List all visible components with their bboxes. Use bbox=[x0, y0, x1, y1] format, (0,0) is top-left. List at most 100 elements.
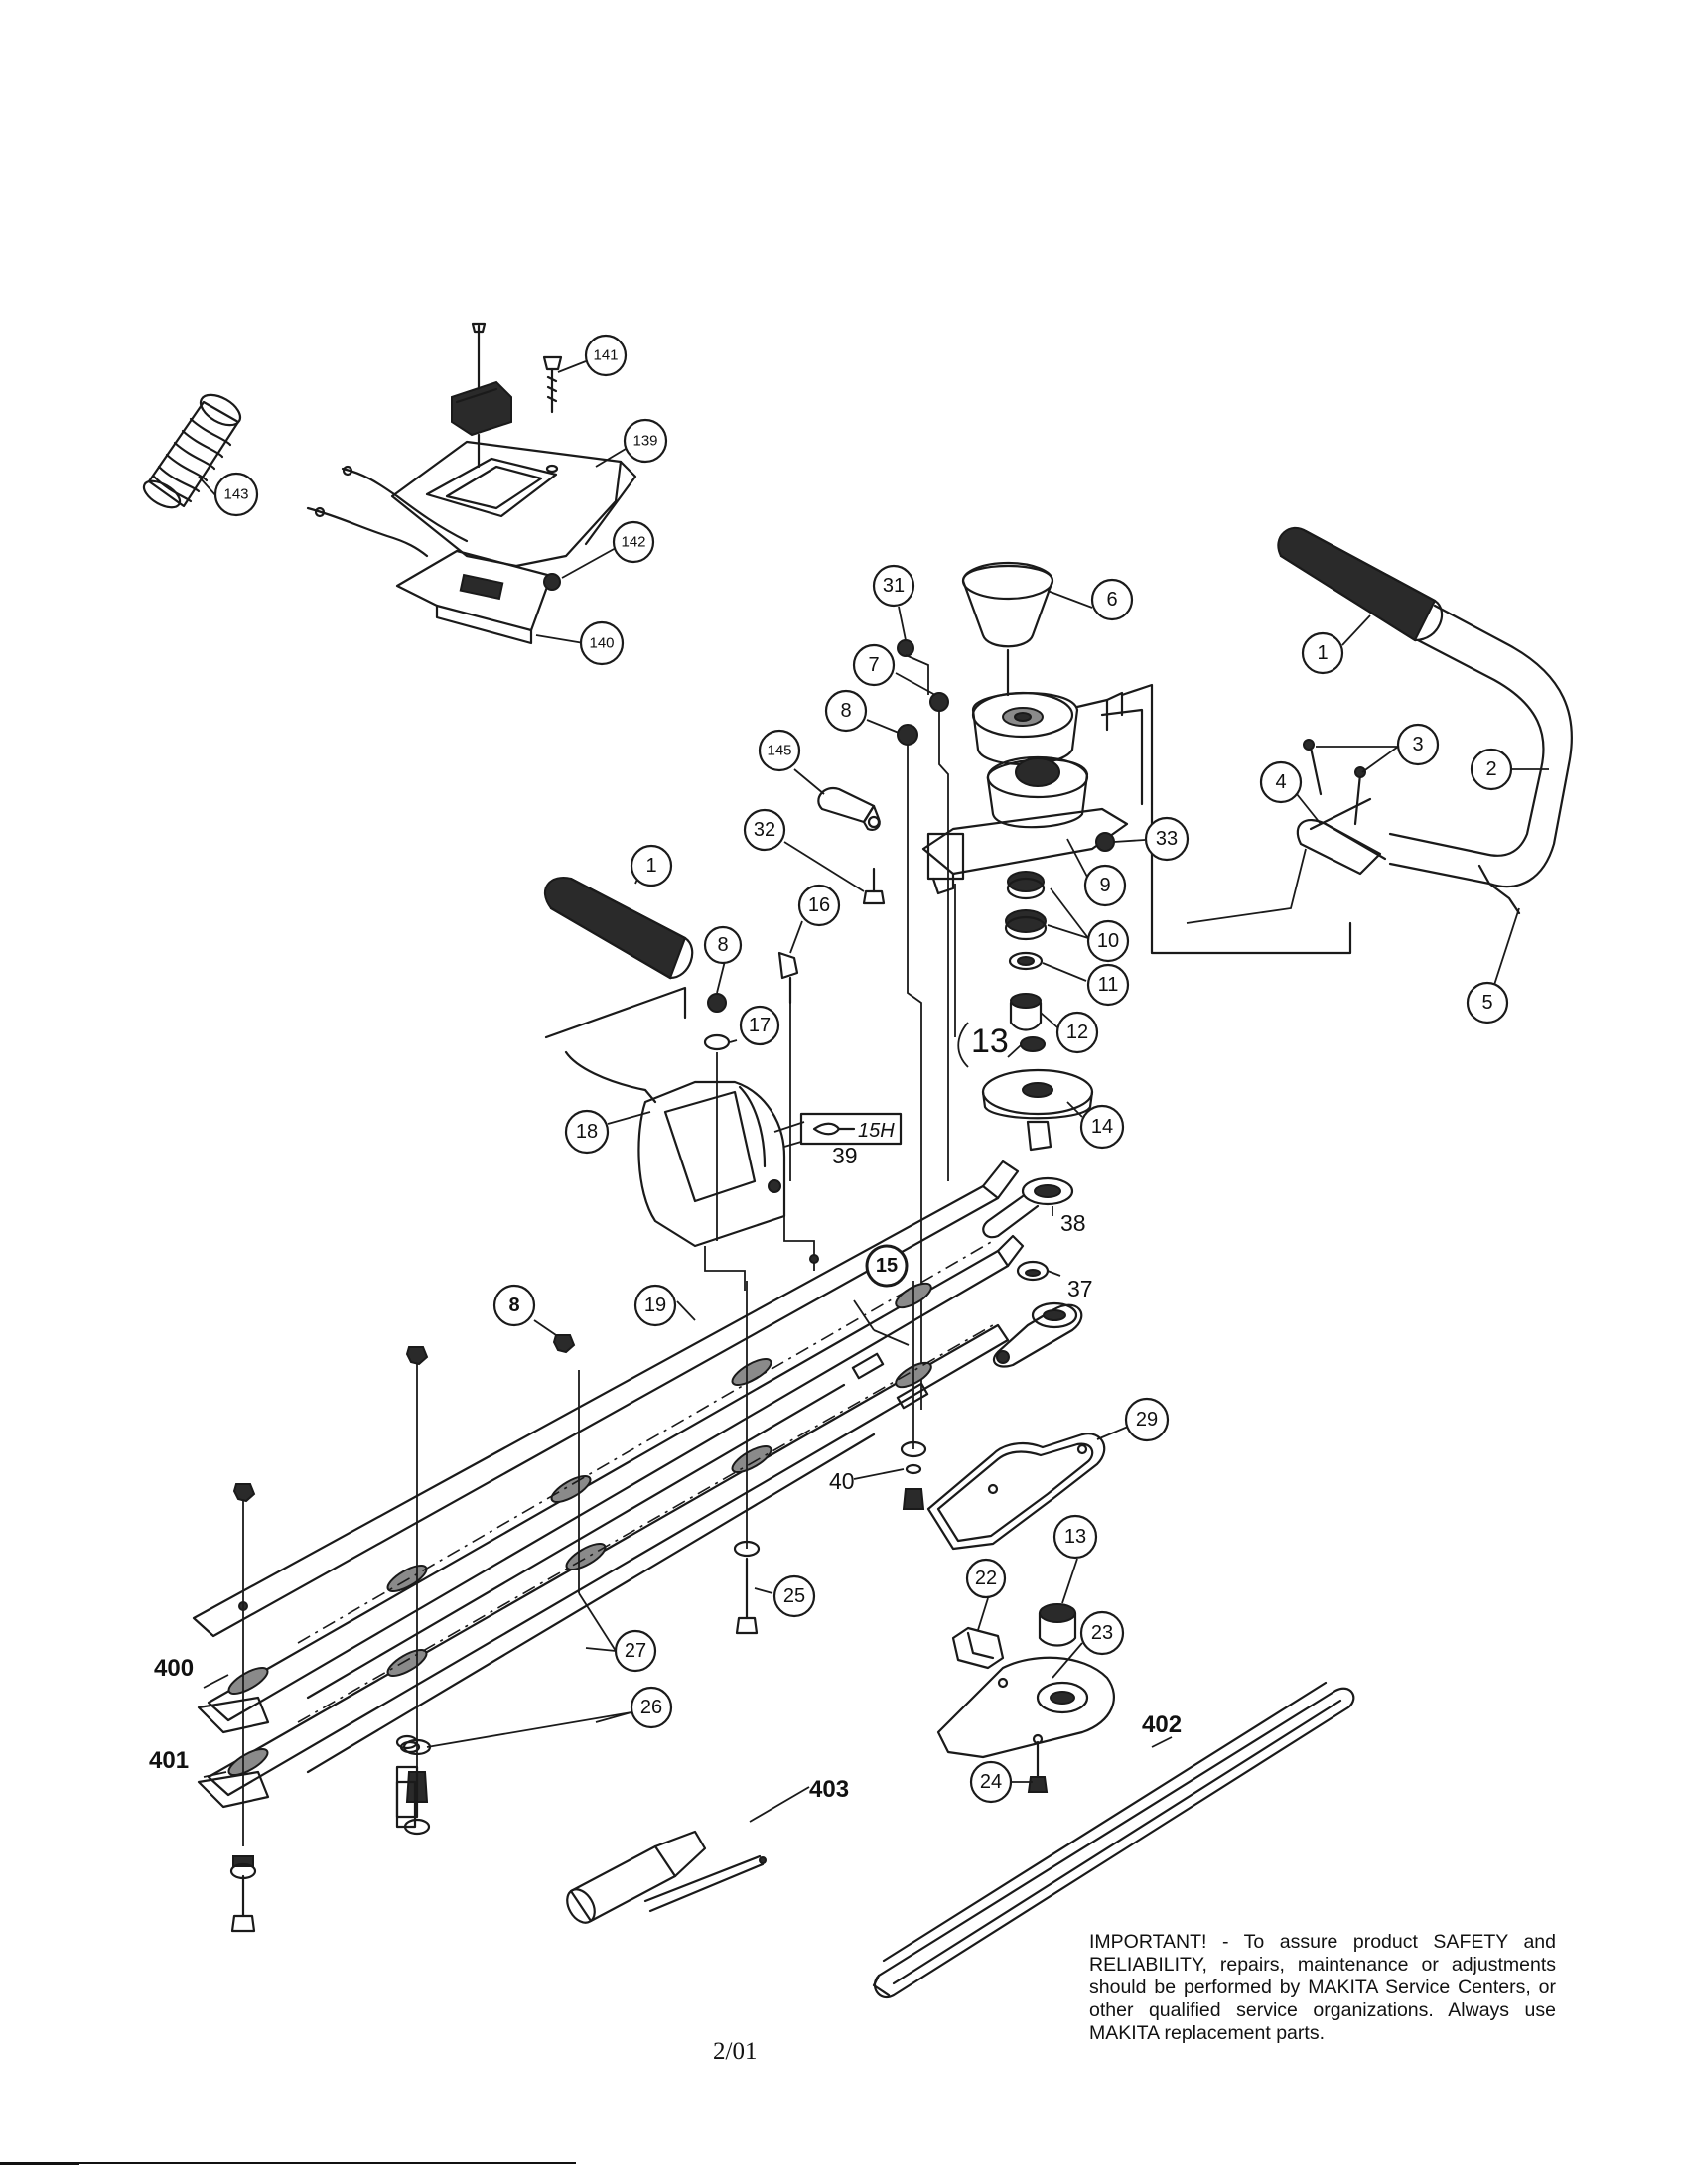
callout-8-top: 8 bbox=[824, 689, 868, 733]
callout-1-right: 1 bbox=[1301, 631, 1344, 675]
callout-145: 145 bbox=[758, 729, 801, 772]
gear-cover-parts bbox=[926, 1433, 1115, 1793]
label-402: 402 bbox=[1142, 1711, 1182, 1738]
left-handle-assembly bbox=[544, 877, 903, 1291]
callout-8-bottom: 8 bbox=[492, 1284, 536, 1327]
right-handle-assembly bbox=[1186, 526, 1573, 924]
svg-text:14: 14 bbox=[1091, 1116, 1113, 1138]
callout-22: 22 bbox=[965, 1558, 1007, 1599]
callout-11: 11 bbox=[1086, 963, 1130, 1007]
svg-text:15: 15 bbox=[876, 1255, 898, 1277]
callout-33: 33 bbox=[1144, 816, 1190, 862]
svg-text:2: 2 bbox=[1485, 758, 1496, 780]
callout-8-left: 8 bbox=[703, 925, 743, 965]
svg-text:140: 140 bbox=[589, 635, 614, 652]
label-37: 37 bbox=[1067, 1276, 1093, 1301]
callout-4: 4 bbox=[1259, 760, 1303, 804]
important-notice: IMPORTANT! - To assure product SAFETY an… bbox=[1089, 1931, 1556, 2044]
svg-text:33: 33 bbox=[1156, 828, 1178, 850]
label-38: 38 bbox=[1060, 1210, 1086, 1236]
svg-text:1: 1 bbox=[645, 855, 656, 877]
switch-assembly bbox=[306, 322, 637, 645]
gear-case-assembly bbox=[817, 561, 1352, 1410]
callout-13-lower: 13 bbox=[1052, 1514, 1098, 1560]
svg-text:24: 24 bbox=[980, 1771, 1002, 1793]
svg-text:142: 142 bbox=[621, 534, 645, 551]
callout-17: 17 bbox=[739, 1005, 780, 1046]
callout-5: 5 bbox=[1466, 981, 1509, 1024]
svg-text:3: 3 bbox=[1412, 734, 1423, 755]
svg-text:8: 8 bbox=[508, 1295, 519, 1316]
svg-text:16: 16 bbox=[808, 894, 830, 916]
svg-text:1: 1 bbox=[1317, 642, 1328, 664]
svg-text:13: 13 bbox=[971, 1023, 1009, 1060]
callout-31: 31 bbox=[872, 564, 915, 608]
svg-text:29: 29 bbox=[1136, 1409, 1158, 1431]
label-403: 403 bbox=[809, 1776, 849, 1803]
label-401: 401 bbox=[149, 1747, 189, 1774]
footer-rule-accent bbox=[0, 2162, 79, 2165]
callout-25: 25 bbox=[772, 1574, 816, 1618]
callout-139: 139 bbox=[623, 418, 668, 464]
callout-6: 6 bbox=[1090, 578, 1134, 621]
label-40: 40 bbox=[829, 1468, 855, 1494]
callout-14: 14 bbox=[1079, 1104, 1125, 1150]
callout-3: 3 bbox=[1396, 723, 1440, 766]
svg-text:22: 22 bbox=[975, 1568, 997, 1589]
callout-26: 26 bbox=[630, 1686, 673, 1729]
callout-23: 23 bbox=[1079, 1610, 1125, 1656]
svg-text:19: 19 bbox=[644, 1295, 666, 1316]
blade-cover-402 bbox=[872, 1681, 1355, 1998]
callout-29: 29 bbox=[1124, 1397, 1170, 1442]
callout-143: 143 bbox=[213, 472, 259, 517]
svg-text:8: 8 bbox=[717, 934, 728, 956]
callout-15: 15 bbox=[865, 1244, 909, 1288]
callout-140: 140 bbox=[579, 620, 625, 666]
callout-10: 10 bbox=[1086, 919, 1130, 963]
svg-text:31: 31 bbox=[883, 575, 905, 597]
svg-text:4: 4 bbox=[1275, 771, 1286, 793]
callout-2: 2 bbox=[1470, 748, 1513, 791]
callout-32: 32 bbox=[743, 808, 786, 852]
svg-text:11: 11 bbox=[1098, 974, 1119, 996]
label-13-boxed: 13 bbox=[957, 1022, 1009, 1068]
svg-text:23: 23 bbox=[1091, 1622, 1113, 1644]
label-400: 400 bbox=[154, 1655, 194, 1682]
svg-text:13: 13 bbox=[1064, 1526, 1086, 1548]
callout-12: 12 bbox=[1055, 1011, 1099, 1054]
callout-27: 27 bbox=[614, 1629, 657, 1673]
svg-text:17: 17 bbox=[749, 1015, 771, 1036]
callout-leaders bbox=[198, 360, 1549, 1823]
blade-assembly bbox=[192, 1160, 1083, 1933]
callout-24: 24 bbox=[969, 1760, 1013, 1804]
svg-text:26: 26 bbox=[640, 1697, 662, 1718]
svg-text:5: 5 bbox=[1481, 992, 1492, 1014]
part-143-bellows bbox=[142, 393, 242, 509]
callout-142: 142 bbox=[612, 520, 655, 564]
svg-text:32: 32 bbox=[754, 819, 775, 841]
svg-text:6: 6 bbox=[1106, 589, 1117, 611]
svg-text:10: 10 bbox=[1097, 930, 1119, 952]
callout-18: 18 bbox=[564, 1109, 610, 1155]
svg-text:145: 145 bbox=[767, 743, 791, 759]
svg-text:18: 18 bbox=[576, 1121, 598, 1143]
callout-141: 141 bbox=[584, 334, 628, 377]
label-15h: 15H bbox=[858, 1120, 895, 1142]
callout-9: 9 bbox=[1083, 864, 1127, 907]
page-number: 2/01 bbox=[713, 2038, 758, 2065]
label-39: 39 bbox=[832, 1143, 858, 1168]
svg-text:12: 12 bbox=[1066, 1022, 1088, 1043]
callout-19: 19 bbox=[633, 1284, 677, 1327]
svg-text:9: 9 bbox=[1099, 875, 1110, 896]
tool-403 bbox=[566, 1830, 767, 1924]
svg-text:143: 143 bbox=[223, 486, 248, 503]
drive-stack-parts bbox=[981, 871, 1094, 1282]
svg-text:8: 8 bbox=[840, 700, 851, 722]
callout-7: 7 bbox=[852, 643, 896, 687]
svg-text:139: 139 bbox=[632, 433, 657, 450]
callout-16: 16 bbox=[797, 884, 841, 927]
svg-text:141: 141 bbox=[593, 347, 618, 364]
footer-rule bbox=[0, 2162, 576, 2164]
svg-text:25: 25 bbox=[783, 1585, 805, 1607]
